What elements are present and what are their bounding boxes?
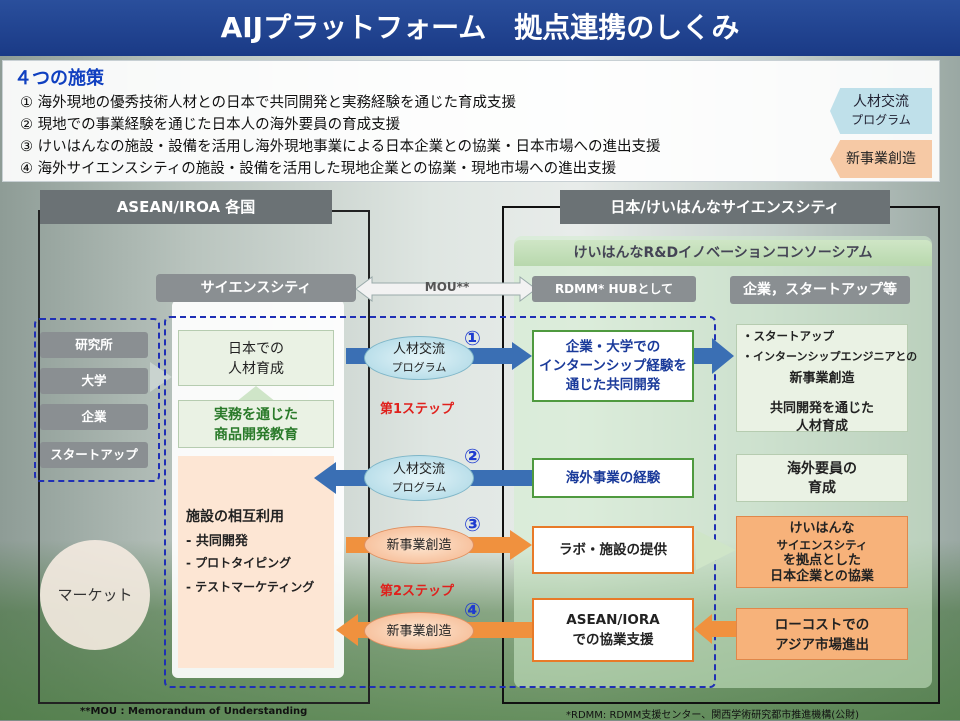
rdmm-box-asean-support: ASEAN/IORA での協業支援: [532, 598, 694, 662]
market-circle: マーケット: [40, 540, 150, 650]
oval-2-line-1: 人材交流: [392, 462, 445, 477]
center-dashed-group: [164, 316, 716, 688]
rdmm-header: RDMM* HUBとして: [532, 276, 696, 302]
page-title: AIJプラットフォーム 拠点連携のしくみ: [0, 0, 960, 56]
oval-newbiz-4: 新事業創造: [364, 612, 474, 650]
tab-university: 大学: [40, 368, 148, 394]
company-box-1-line-3: 新事業創造: [789, 371, 855, 386]
rdmm-box-4-line-2: での協業支援: [572, 632, 654, 648]
number-2: ②: [464, 444, 481, 468]
company-box-3-line-4: 日本企業との協業: [770, 569, 874, 584]
facility-item-2: - プロトタイピング: [186, 556, 292, 570]
company-box-overseas-staff: 海外要員の 育成: [736, 454, 908, 502]
oval-1-line-2: プログラム: [391, 361, 447, 374]
number-1: ①: [464, 326, 481, 350]
company-box-3-line-2: サイエンスシティ: [776, 538, 868, 552]
policy-line-4: ④ 海外サイエンスシティの施設・設備を活用した現地企業との協業・現地市場への進出…: [20, 161, 617, 177]
oval-program-2: 人材交流 プログラム: [364, 455, 474, 501]
oval-newbiz-3: 新事業創造: [364, 526, 474, 564]
company-box-4-line-2: アジア市場進出: [775, 637, 869, 653]
science-box-education: 実務を通じた 商品開発教育: [178, 400, 334, 448]
rdmm-box-internship: 企業・大学での インターンシップ経験を 通じた共同開発: [532, 330, 694, 402]
left-region-header: ASEAN/IROA 各国: [40, 190, 332, 224]
company-box-asia-market: ローコストでの アジア市場進出: [736, 608, 908, 660]
number-3: ③: [464, 512, 481, 536]
company-box-3-line-3: を拠点とした: [782, 553, 861, 568]
policy-heading: ４つの施策: [14, 68, 104, 89]
company-box-1-line-1: ・スタートアップ: [742, 329, 834, 343]
left-arrow-shape: [150, 362, 172, 392]
company-box-2-line-1: 海外要員の: [787, 461, 857, 477]
company-box-1-line-5: 人材育成: [795, 419, 848, 434]
arrow-1b-right: [694, 338, 734, 374]
policy-line-1: ① 海外現地の優秀技術人材との日本で共同開発と実務経験を通じた育成支援: [20, 95, 516, 111]
tab-startup: スタートアップ: [40, 442, 148, 468]
step-1-label: 第1ステップ: [380, 402, 455, 417]
company-box-1-line-2: ・インターンシップエンジニアとの: [742, 350, 918, 363]
oval-2-line-2: プログラム: [391, 481, 447, 494]
rdmm-box-1-line-3: 通じた共同開発: [565, 377, 661, 393]
mou-arrow-shape: [356, 276, 536, 302]
policy-line-2: ② 現地での事業経験を通じた日本人の海外要員の育成支援: [20, 117, 401, 133]
arrow-3b-right: [696, 530, 736, 570]
footer-mou-note: **MOU : Memorandum of Understanding: [80, 706, 308, 717]
company-box-startup: [736, 324, 908, 432]
company-box-2-line-2: 育成: [808, 480, 836, 496]
oval-program-1: 人材交流 プログラム: [364, 336, 474, 380]
policy-line-3: ③ けいはんなの施設・設備を活用し海外現地事業による日本企業との協業・日本市場へ…: [20, 139, 661, 155]
tag-blue-line-2: プログラム: [851, 113, 911, 127]
tag-shinjigyo: 新事業創造: [830, 140, 932, 178]
company-header: 企業，スタートアップ等: [730, 276, 910, 304]
rdmm-box-4-line-1: ASEAN/IORA: [566, 612, 660, 628]
facility-item-3: - テストマーケティング: [186, 580, 315, 594]
right-region-header: 日本/けいはんなサイエンスシティ: [560, 190, 890, 224]
science-box-1-line-2: 人材育成: [228, 361, 284, 377]
facility-box: [178, 456, 334, 668]
company-box-4-line-1: ローコストでの: [774, 617, 870, 633]
left-entity-group: [34, 318, 160, 482]
mou-label: MOU**: [424, 280, 470, 294]
rdmm-box-1-line-1: 企業・大学での: [565, 339, 661, 355]
down-arrow-shape: [236, 386, 276, 402]
consortium-header: けいはんなR&Dイノベーションコンソーシアム: [514, 240, 932, 266]
footer-rdmm-note: *RDMM: RDMM支援センター、関西学術研究都市推進機構(公財): [566, 710, 860, 721]
company-box-keihanna: けいはんな サイエンスシティ を拠点とした 日本企業との協業: [736, 516, 908, 588]
number-4: ④: [464, 598, 481, 622]
rdmm-box-lab: ラボ・施設の提供: [532, 526, 694, 574]
science-box-2-line-2: 商品開発教育: [214, 427, 298, 443]
science-city-header: サイエンスシティ: [156, 274, 356, 302]
policy-panel: [2, 60, 940, 182]
tab-research-institute: 研究所: [40, 332, 148, 358]
rdmm-box-1-line-2: インターンシップ経験を: [539, 358, 687, 374]
arrow-4b-left: [694, 614, 738, 644]
facility-item-1: - 共同開発: [186, 534, 248, 549]
science-box-2-line-1: 実務を通じた: [214, 407, 298, 423]
facility-title: 施設の相互利用: [186, 509, 284, 525]
step-2-label: 第2ステップ: [380, 584, 455, 599]
company-box-1-line-4: 共同開発を通じた: [769, 401, 874, 416]
company-box-3-line-1: けいはんな: [789, 521, 855, 536]
oval-1-line-1: 人材交流: [392, 342, 445, 357]
tag-blue-line-1: 人材交流: [853, 94, 909, 110]
tab-company: 企業: [40, 404, 148, 430]
tag-jinzai-program: 人材交流 プログラム: [830, 88, 932, 134]
science-box-hr-japan: 日本での 人材育成: [178, 330, 334, 386]
rdmm-box-overseas: 海外事業の経験: [532, 458, 694, 498]
science-box-1-line-1: 日本での: [228, 341, 284, 357]
